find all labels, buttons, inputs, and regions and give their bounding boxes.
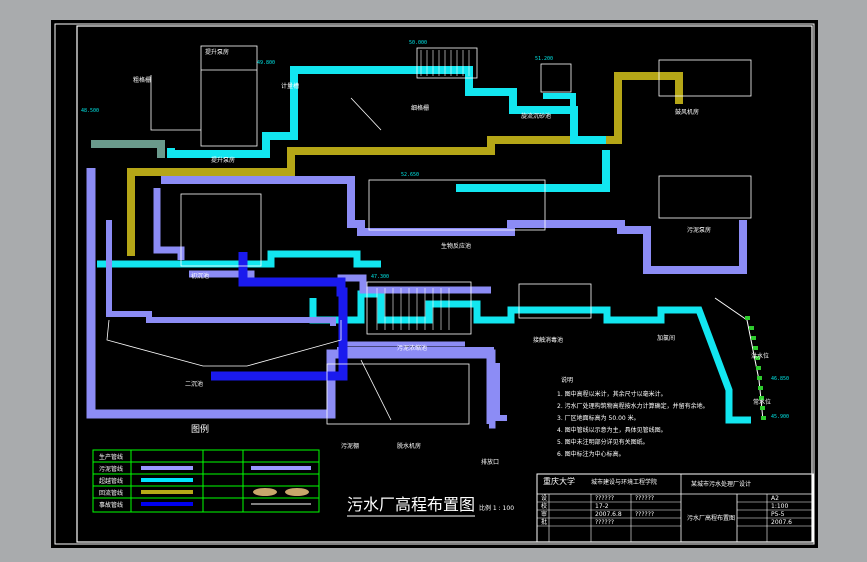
primary-clarifier-outline (180, 193, 262, 267)
label-dewater: 脱水机房 (397, 442, 421, 450)
tb-school: 重庆大学 (543, 476, 575, 486)
elev-tag: 49.800 (257, 60, 275, 66)
tb-letter: 审 (541, 510, 547, 518)
tb-drawing: 污水厂高程布置图 (687, 514, 735, 522)
title-block (536, 473, 814, 543)
legend-title: 图例 (191, 423, 209, 435)
label-blower: 鼓风机房 (675, 108, 699, 116)
main-pipe-bio (161, 176, 747, 274)
elev-tag: 46.850 (771, 376, 789, 382)
tb-cell: ?????? (595, 495, 614, 502)
label-sludge-pump: 污泥泵房 (687, 226, 711, 234)
thickener-outline (366, 281, 472, 335)
elev-tag: 45.900 (771, 414, 789, 420)
drawing-scale: 比例 1 : 100 (479, 504, 514, 512)
legend-row: 事故管线 (99, 501, 123, 509)
tb-cell: A2 (771, 495, 779, 502)
note-item: 1. 图中高程以米计，其余尺寸以毫米计。 (557, 390, 667, 398)
drawing-title: 污水厂高程布置图 (347, 495, 475, 514)
legend-row: 超越管线 (99, 477, 123, 485)
fine-screen-outline (416, 47, 478, 79)
tb-cell: ?????? (635, 511, 654, 518)
pipe-primary-feed (153, 188, 185, 260)
notes-heading: 说明 (561, 376, 573, 384)
label-secondary: 二沉池 (185, 380, 203, 388)
main-pipe-inner (106, 220, 336, 326)
screw-conveyor (350, 97, 382, 131)
label-pump-house: 提升泵房 (205, 48, 229, 56)
disinfect-outline (518, 283, 592, 319)
outer-frame (54, 23, 815, 545)
sludge-pipe-fine (543, 93, 576, 112)
bio-reactor-outline (368, 179, 546, 231)
elev-tag: 52.650 (401, 172, 419, 178)
effluent-pipe (309, 290, 751, 424)
tb-cell: 2007.6 (771, 519, 792, 526)
sludge-pump-outline (658, 175, 752, 219)
label-sludge-thick: 污泥浓缩池 (397, 344, 427, 352)
tb-cell: 17-2 (595, 503, 609, 510)
legend-row: 污泥管线 (99, 465, 123, 473)
label-coarse-screen: 粗格栅 (133, 76, 151, 84)
dewater-outline (326, 363, 470, 425)
elev-tag: 50.000 (409, 40, 427, 46)
sludge-pipe-mid (456, 150, 610, 192)
label-meter: 计量槽 (281, 82, 299, 90)
sludge-conveyor (360, 359, 392, 421)
legend-row: 回流管线 (99, 489, 123, 497)
elevation-diagram: 48.500 49.800 50.000 51.200 52.650 47.30… (54, 23, 815, 545)
legend-row: 生产管线 (99, 453, 123, 461)
elev-tag: 48.500 (81, 108, 99, 114)
pump-house-outline (200, 45, 258, 147)
blower-outline (658, 59, 752, 97)
label-river-h: 洪水位 (751, 352, 769, 360)
pipe-dewater (337, 347, 507, 421)
tb-letter: 批 (541, 518, 547, 526)
inner-frame (76, 25, 813, 543)
tb-cell: 2007.6.8 (595, 511, 622, 518)
embankment-hatch (745, 316, 766, 420)
drawing-canvas: 48.500 49.800 50.000 51.200 52.650 47.30… (51, 20, 818, 548)
bypass-pipe-main (127, 72, 683, 256)
note-item: 4. 图中管线以示意为主，具体见管线图。 (557, 426, 667, 434)
main-pipe-left (86, 168, 496, 429)
note-item: 5. 图中未注明部分详见有关图纸。 (557, 438, 649, 446)
label-fine-screen: 细格栅 (411, 104, 429, 112)
label-grit: 旋流沉砂池 (521, 112, 551, 120)
label-bio: 生物反应池 (441, 242, 471, 250)
label-disinfect: 接触消毒池 (533, 336, 563, 344)
note-item: 2. 污水厂处理构筑物高程按水力计算确定，并留有余地。 (557, 402, 709, 410)
tb-project: 某城市污水处理厂设计 (691, 480, 751, 488)
tb-letter: 校 (541, 502, 547, 510)
label-sludge-shed: 污泥棚 (341, 442, 359, 450)
note-item: 6. 图中标注为中心标高。 (557, 450, 625, 458)
return-pipe (211, 252, 348, 381)
label-primary: 初沉池 (191, 272, 209, 280)
elev-tag: 51.200 (535, 56, 553, 62)
label-outfall: 排放口 (481, 458, 499, 466)
tb-cell: ?????? (635, 495, 654, 502)
tb-cell: 1:100 (771, 503, 788, 510)
legend-table (92, 449, 320, 513)
secondary-clarifier-outline (106, 319, 342, 367)
influent-pipe (91, 140, 165, 158)
coarse-screen-outline (150, 75, 201, 131)
tb-letter: 设 (541, 494, 547, 502)
tb-cell: ?????? (595, 519, 614, 526)
label-chlorine: 加氯间 (657, 334, 675, 342)
note-item: 3. 厂区地面标高为 50.00 米。 (557, 414, 640, 422)
label-river-l: 常水位 (753, 398, 771, 406)
tb-cell: P5-5 (771, 511, 785, 518)
tb-dept: 城市建设与环境工程学院 (591, 478, 657, 486)
label-pump-house-b: 提升泵房 (211, 156, 235, 164)
elev-tag: 47.300 (371, 274, 389, 280)
grit-outline (540, 63, 572, 93)
